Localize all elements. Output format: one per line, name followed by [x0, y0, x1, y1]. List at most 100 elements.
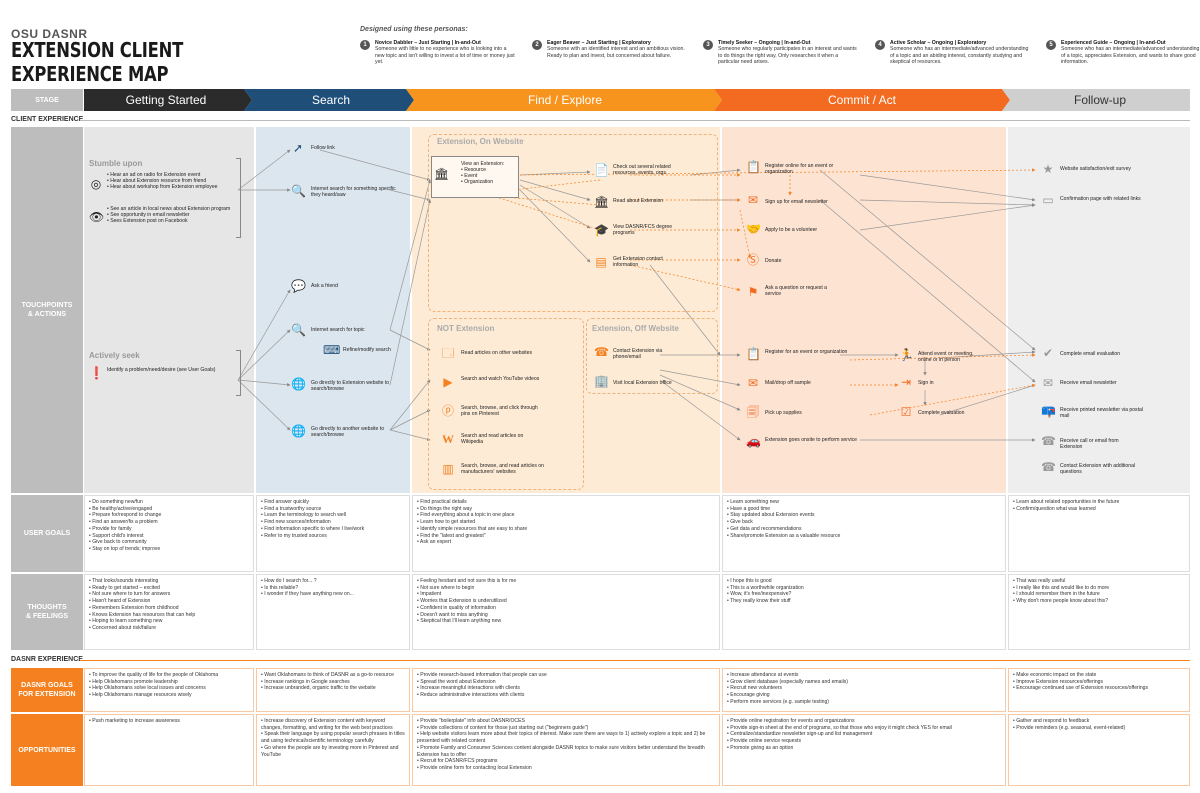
complete-email-eval: Complete email evaluation [1060, 351, 1121, 357]
user_goals-item: Learn something new [727, 499, 1001, 506]
stage-follow-up: Follow-up [1073, 93, 1127, 107]
car-icon: 🚗 [746, 434, 761, 448]
dasnr_goals-item: Recruit new volunteers [727, 685, 1001, 692]
phone-icon: ☎ [1041, 434, 1056, 448]
browser-icon: 🗔 [441, 346, 455, 360]
bracket [236, 158, 241, 238]
thoughts-item: Not sure where to turn for answers [89, 591, 249, 598]
register-online: Register online for an event or organiza… [765, 163, 834, 176]
thoughts-item: Feeling hesitant and not sure this is fo… [417, 578, 715, 585]
not-extension-label: NOT Extension [437, 324, 495, 333]
opportunities-item: Provide sign-in sheet at the end of prog… [727, 725, 1001, 732]
view-item: Organization [464, 179, 494, 186]
thoughts-item: They really know their stuff [727, 598, 1001, 605]
stumble-upon-label: Stumble upon [89, 159, 143, 168]
user_goals-cell: Learn about related opportunities in the… [1008, 495, 1190, 572]
pinterest: Search, browse, and click through pins o… [461, 405, 538, 418]
see-item: See an article in local news about Exten… [110, 206, 231, 212]
refine-search: Refine/modify search [343, 347, 391, 353]
view-extension-label: View an Extension: [461, 161, 505, 167]
opportunities-cell: Push marketing to increase awareness [84, 714, 254, 786]
chat-icon: 💬 [291, 279, 306, 293]
user_goals-item: Learn about related opportunities in the… [1013, 499, 1185, 506]
receive-email-newsletter: Receive email newsletter [1060, 380, 1117, 386]
opportunities-item: Speak their language by using popular se… [261, 731, 405, 744]
dasnr_goals-item: Want Oklahomans to think of DASNR as a g… [261, 672, 405, 679]
ask-friend: Ask a friend [311, 283, 338, 289]
touch-getting-bg [84, 127, 254, 493]
thoughts-item: Not sure where to begin [417, 585, 715, 592]
search-icon: 🔍 [291, 323, 306, 337]
persona-card: Eager Beaver – Just Starting | Explorato… [547, 40, 687, 59]
user_goals-item: Provide for family [89, 526, 249, 533]
user_goals-cell: Do something new/funBe healthy/active/en… [84, 495, 254, 572]
visit-office: Visit local Extension office [613, 380, 672, 386]
search-icon: 🔍 [291, 184, 306, 198]
user_goals-item: Find the "latest and greatest" [417, 533, 715, 540]
identify-need: Identify a problem/need/desire (see User… [107, 367, 216, 373]
follow-link: Follow link [311, 145, 335, 151]
user_goals-item: Give back [727, 519, 1001, 526]
user_goals-item: Find everything about a topic in one pla… [417, 512, 715, 519]
radio-icon: ◎ [90, 177, 102, 191]
extension-logo-icon: 🏛 [594, 195, 610, 209]
on-website-label: Extension, On Website [437, 137, 524, 146]
dasnr_goals-item: Spread the word about Extension [417, 679, 715, 686]
opportunities-item: Go where the people are by investing mor… [261, 745, 405, 758]
opportunities-item: Provide collections of content for those… [417, 725, 715, 732]
thoughts-item: How do I search for... ? [261, 578, 405, 585]
opportunities-item: Increase discovery of Extension content … [261, 718, 405, 731]
pinterest-icon: ⓟ [441, 404, 454, 418]
barcode-icon: ▥ [442, 462, 454, 476]
user_goals-item: Find an answer/fix a problem [89, 519, 249, 526]
hands-icon: 🤝 [746, 222, 761, 236]
dasnr_goals-item: Grow client database (especially names a… [727, 679, 1001, 686]
cursor-icon: ➚ [292, 141, 304, 155]
phone-icon: ☎ [1041, 460, 1056, 474]
opportunities-cell: Provide "boilerplate" info about DASNR/O… [412, 714, 720, 786]
hear-list: • Hear an ad on radio for Extension even… [107, 172, 218, 191]
thoughts-cell: How do I search for... ?Is this reliable… [256, 574, 410, 650]
opportunities-item: Recruit for DASNR/FCS programs [417, 758, 715, 765]
touch-search-bg [256, 127, 410, 493]
supplies-icon: 🗐 [747, 405, 759, 419]
dasnr_goals-item: Perform more services (e.g. sample testi… [727, 699, 1001, 706]
mailbox-icon: 📪 [1041, 404, 1056, 418]
see-list: • See an article in local news about Ext… [107, 206, 231, 225]
register-event: Register for an event or organization [765, 349, 848, 355]
divider [80, 120, 1190, 121]
persona-name: Active Scholar – Ongoing | Exploratory [890, 40, 987, 46]
persona-number: 3 [703, 40, 713, 50]
thoughts-item: Is this reliable? [261, 585, 405, 592]
user_goals-item: Stay updated about Extension events [727, 512, 1001, 519]
persona-card: Experienced Guide – Ongoing | In-and-Out… [1061, 40, 1200, 66]
stage-label: STAGE [11, 89, 83, 111]
view-item: Event [464, 173, 478, 180]
see-item: Sees Extension post on Facebook [110, 218, 188, 225]
clipboard-icon: 📋 [746, 347, 761, 361]
mail-icon: ✉ [747, 376, 759, 390]
internet-search-specific: Internet search for something specific t… [311, 186, 396, 199]
user_goals-item: Find practical details [417, 499, 715, 506]
off-website-group [586, 318, 718, 394]
view-degree: View DASNR/FCS degree programs [613, 224, 673, 237]
thoughts-item: Impatient [417, 591, 715, 598]
thoughts-item: Hasn't heard of Extension [89, 598, 249, 605]
persona-name: Eager Beaver – Just Starting | Explorato… [547, 40, 651, 46]
bracket [236, 350, 241, 396]
apply-volunteer: Apply to be a volunteer [765, 227, 818, 233]
dasnr_goals-cell: Increase attendance at eventsGrow client… [722, 668, 1006, 712]
dasnr_goals-item: Help Oklahomans promote leadership [89, 679, 249, 686]
persona-name: Timely Seeker – Ongoing | In-and-Out [718, 40, 811, 46]
stage-find-explore: Find / Explore [527, 93, 603, 107]
user_goals-item: Refer to my trusted sources [261, 533, 405, 540]
thoughts-item: Knows Extension has resources that can h… [89, 612, 249, 619]
opportunities-item: Provide "boilerplate" info about DASNR/O… [417, 718, 715, 725]
user_goals-item: Confirm/question what was learned [1013, 506, 1185, 513]
graduation-icon: 🎓 [594, 223, 609, 237]
envelope-icon: ✉ [1042, 376, 1054, 390]
complete-evaluation: Complete evaluation [918, 410, 965, 416]
alert-icon: ❗ [89, 366, 104, 380]
opportunities-cell: Gather and respond to feedbackProvide re… [1008, 714, 1190, 786]
